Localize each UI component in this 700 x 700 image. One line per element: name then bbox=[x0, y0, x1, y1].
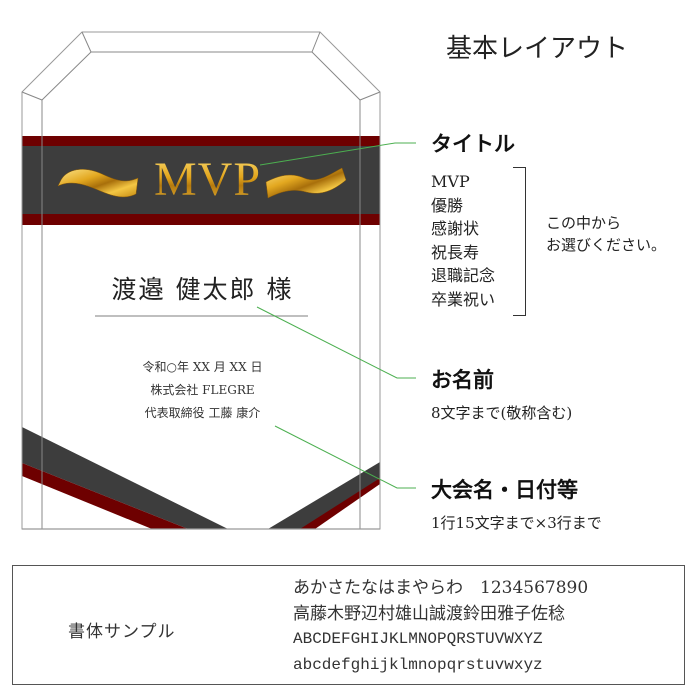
event-section-heading: 大会名・日付等 bbox=[431, 477, 578, 502]
font-sample-box bbox=[12, 565, 685, 685]
choose-note-line: お選びください。 bbox=[546, 236, 667, 254]
title-option: 祝長寿 bbox=[431, 242, 480, 262]
title-option: MVP bbox=[431, 172, 470, 191]
options-bracket bbox=[513, 167, 526, 316]
ribbon-right-icon bbox=[265, 167, 347, 199]
name-section-note: 8文字まで(敬称含む) bbox=[431, 404, 573, 422]
ribbon-left-icon bbox=[57, 169, 139, 198]
details-line-date: 令和○年 XX 月 XX 日 bbox=[142, 360, 263, 374]
choose-note-line: この中から bbox=[546, 214, 622, 232]
connector-event bbox=[274, 425, 416, 489]
connector-title bbox=[259, 142, 416, 166]
connector-name bbox=[256, 306, 416, 379]
choose-note: この中から お選びください。 bbox=[546, 212, 666, 256]
title-option: 退職記念 bbox=[431, 266, 496, 285]
title-band-top-red bbox=[22, 136, 380, 146]
details-line-presenter: 代表取締役 工藤 康介 bbox=[144, 406, 261, 420]
title-option: 感謝状 bbox=[431, 219, 480, 238]
bottom-stripe-left-dark bbox=[22, 427, 228, 529]
font-sample-label: 書体サンプル bbox=[68, 622, 176, 642]
plaque-illustration bbox=[21, 31, 416, 530]
sample-line-kana-digits: あかさたなはまやらわ 1234567890 bbox=[293, 578, 589, 598]
title-option: 卒業祝い bbox=[431, 289, 496, 309]
page-title: 基本レイアウト bbox=[446, 34, 629, 64]
event-section-note: 1行15文字まで×3行まで bbox=[431, 514, 602, 532]
plaque-title-text: MVP bbox=[150, 152, 265, 208]
sample-line-kanji: 高藤木野辺村雄山誠渡鈴田雅子佐稔 bbox=[293, 603, 565, 624]
sample-line-uppercase: ABCDEFGHIJKLMNOPQRSTUVWXYZ bbox=[293, 630, 543, 648]
name-section-heading: お名前 bbox=[431, 367, 494, 392]
plaque-recipient-name: 渡邉 健太郎 様 bbox=[111, 275, 294, 304]
bottom-stripe-right-dark bbox=[268, 462, 380, 529]
title-band-bottom-red bbox=[22, 214, 380, 225]
details-line-company: 株式会社 FLEGRE bbox=[150, 383, 255, 397]
title-section-heading: タイトル bbox=[431, 131, 515, 156]
title-options-list: MVP 優勝 感謝状 祝長寿 退職記念 卒業祝い bbox=[431, 170, 495, 311]
sample-line-lowercase: abcdefghijklmnopqrstuvwxyz bbox=[293, 655, 543, 674]
font-sample-lines: あかさたなはまやらわ 1234567890 高藤木野辺村雄山誠渡鈴田雅子佐稔 A… bbox=[293, 576, 588, 678]
plaque-details: 令和○年 XX 月 XX 日 株式会社 FLEGRE 代表取締役 工藤 康介 bbox=[95, 356, 310, 425]
bottom-stripe-left-red bbox=[22, 463, 188, 529]
title-option: 優勝 bbox=[431, 195, 464, 215]
